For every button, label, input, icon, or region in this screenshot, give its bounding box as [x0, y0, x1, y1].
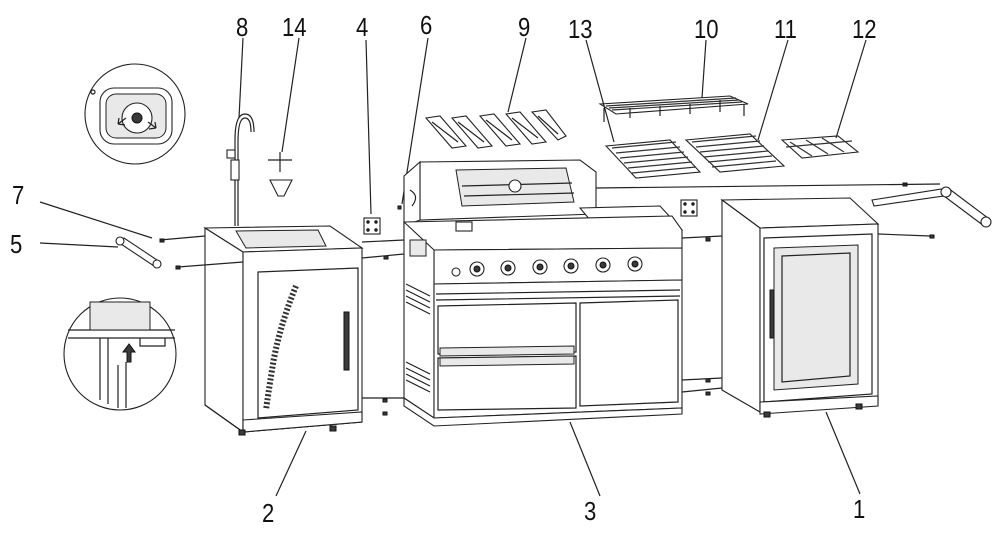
- part-label-2: 2: [262, 498, 275, 528]
- part-label-4: 4: [356, 12, 369, 42]
- part-label-10: 10: [694, 14, 719, 44]
- part-label-13: 13: [568, 14, 593, 44]
- right-handle: [871, 186, 992, 228]
- part-label-7: 7: [12, 180, 25, 210]
- warming-rack: [598, 39, 749, 122]
- leader-5: [39, 242, 119, 248]
- screws: [159, 182, 935, 416]
- fridge-cabinet: [720, 197, 880, 495]
- part-label-6: 6: [420, 10, 433, 40]
- bracket-plates: [363, 37, 698, 235]
- left-handle: [115, 236, 162, 269]
- part-label-8: 8: [236, 12, 249, 42]
- part-label-14: 14: [282, 12, 307, 42]
- part-label-11: 11: [774, 14, 797, 44]
- burner-covers: [424, 37, 567, 149]
- cooking-grate-11: [684, 39, 789, 173]
- part-label-5: 5: [10, 229, 23, 259]
- leader-7: [39, 201, 153, 239]
- sink-cabinet: [203, 225, 364, 497]
- part-label-1: 1: [853, 494, 866, 524]
- part-label-12: 12: [852, 14, 877, 44]
- side-burner-grate: [780, 39, 867, 159]
- control-knobs: [451, 256, 643, 277]
- hose-detail-circle: [63, 297, 177, 411]
- grill-unit: [403, 159, 684, 497]
- alignment-lines: [159, 183, 941, 399]
- cooking-grate-13: [585, 39, 702, 179]
- drain-part: [268, 37, 300, 197]
- drain-detail-circle: [84, 63, 186, 165]
- faucet-part: [226, 37, 255, 226]
- part-label-9: 9: [518, 12, 531, 42]
- part-label-3: 3: [584, 496, 597, 526]
